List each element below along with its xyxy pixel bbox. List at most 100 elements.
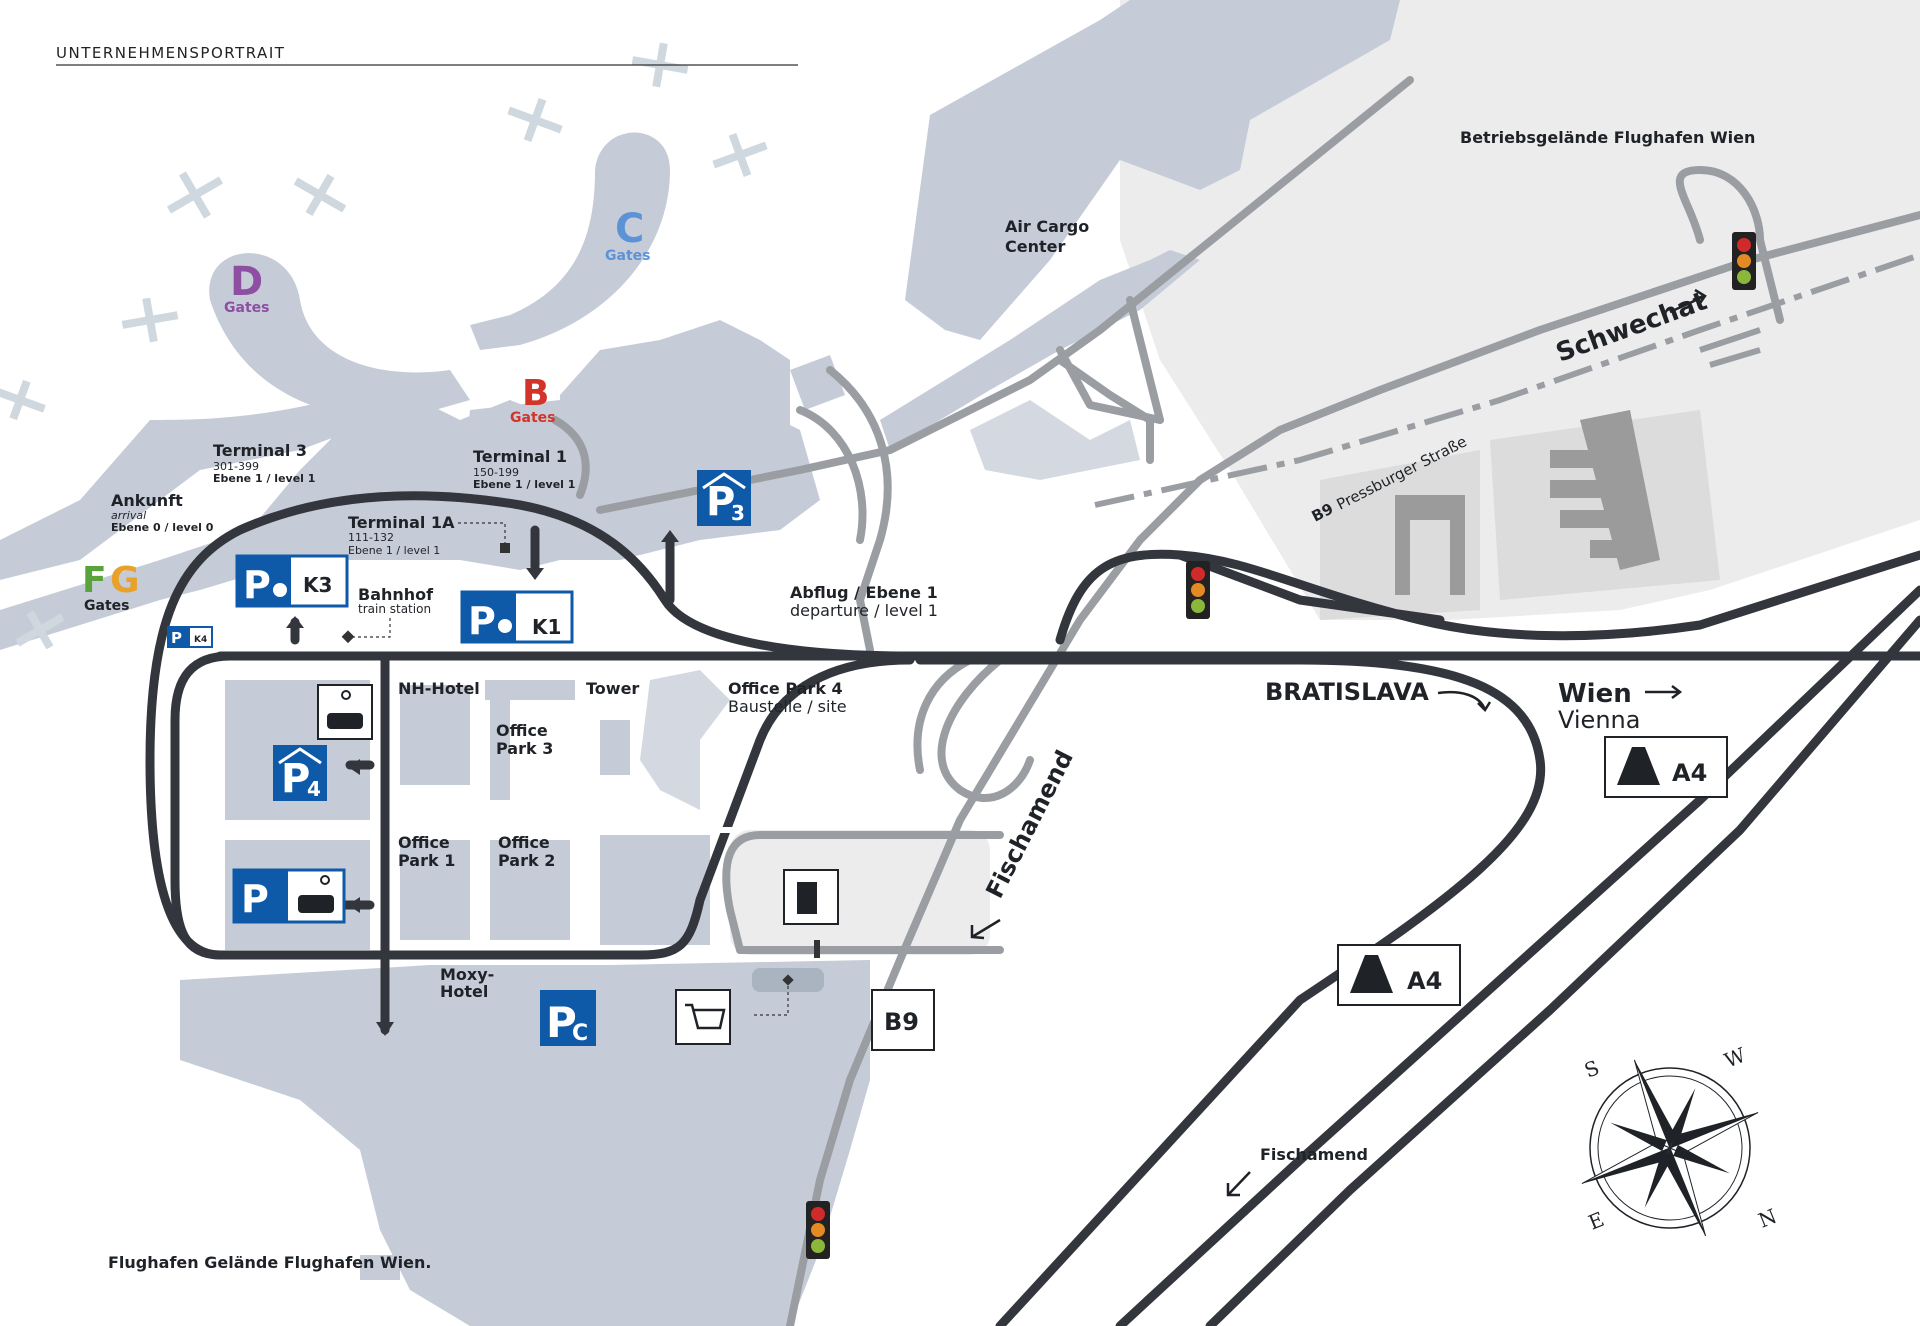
k4-p-letter: P — [171, 629, 182, 647]
compass-rose: S W E N — [1581, 1043, 1780, 1237]
gate-b-label: Gates — [510, 410, 555, 426]
car-rental-sign — [317, 684, 373, 740]
k3-p-letter: P — [243, 563, 271, 607]
a4-upper-label: A4 — [1672, 759, 1707, 787]
gate-c-letter: C — [615, 206, 644, 252]
office-park-1-line1: Office — [398, 833, 450, 852]
arrival-name: Ankunft — [111, 491, 183, 510]
bratislava-label: BRATISLAVA — [1265, 678, 1429, 706]
pc-letter: P — [546, 998, 577, 1047]
fuel-station-sign — [783, 869, 839, 925]
parking-p3-sign: P 3 — [697, 470, 751, 526]
p4-roof-icon — [278, 747, 322, 765]
k1-p-letter: P — [468, 599, 496, 643]
plane-icons — [0, 42, 768, 650]
parking-rental-sign: P — [232, 868, 346, 924]
terminal-1a-name: Terminal 1A — [348, 513, 455, 532]
moxy-hotel-line1: Moxy- — [440, 965, 494, 984]
car-icon — [327, 713, 363, 729]
parking-k1-sign: P K1 — [460, 590, 574, 644]
air-cargo-line2: Center — [1005, 237, 1065, 256]
arrow-up-p3-icon — [661, 530, 679, 542]
map-caption: Flughafen Gelände Flughafen Wien. — [108, 1253, 431, 1272]
gate-c-label: Gates — [605, 248, 650, 264]
arrow-up-k3-icon — [286, 616, 304, 628]
pc-sub: C — [572, 1021, 588, 1046]
office-park-1-line2: Park 1 — [398, 851, 455, 870]
compass-w: W — [1721, 1043, 1749, 1073]
k1-clock-icon — [498, 619, 512, 633]
p4-number: 4 — [307, 777, 321, 801]
compass-s: S — [1581, 1055, 1603, 1082]
office-park-2-line1: Office — [498, 833, 550, 852]
shopping-sign — [675, 989, 731, 1045]
gate-fg-label: Gates — [84, 598, 129, 614]
header-title: UNTERNEHMENSPORTRAIT — [56, 44, 285, 62]
shopping-marker — [782, 974, 794, 986]
arrow-down-moxy-icon — [376, 1022, 394, 1036]
direction-arrows — [970, 288, 1707, 1197]
office-park-4-sub: Baustelle / site — [728, 697, 847, 716]
terminal-1-range: 150-199 — [473, 466, 519, 479]
b9-sign-label: B9 — [884, 1008, 919, 1036]
fuel-marker — [814, 940, 820, 958]
terminal-1a-range: 111-132 — [348, 531, 394, 544]
fischamend-arrow-icon — [970, 918, 1001, 940]
traffic-light-bottom — [806, 1201, 830, 1259]
betriebsgelaende-label: Betriebsgelände Flughafen Wien — [1460, 128, 1755, 147]
p3-number: 3 — [731, 501, 745, 525]
fuel-pump-icon — [797, 882, 817, 914]
office-park-3-line2: Park 3 — [496, 739, 553, 758]
departure-sub: departure / level 1 — [790, 601, 938, 620]
p3-roof-icon — [702, 472, 746, 490]
arrow-left-rental-icon — [348, 897, 360, 913]
a4-lower-highway-icon — [1350, 955, 1393, 993]
wien-label: Wien — [1558, 679, 1632, 709]
vienna-label: Vienna — [1558, 706, 1640, 734]
traffic-light-top — [1732, 232, 1756, 290]
p3-letter: P — [706, 479, 735, 525]
block-separators — [220, 665, 740, 945]
road-arrows — [286, 530, 679, 1036]
a4-upper-highway-icon — [1617, 747, 1660, 785]
parking-pc-sign: P C — [540, 990, 596, 1047]
terminal-1a-level: Ebene 1 / level 1 — [348, 544, 440, 557]
arrow-left-p4-icon — [348, 759, 360, 775]
rental-key-icon — [320, 875, 330, 885]
terminal-1-level: Ebene 1 / level 1 — [473, 478, 575, 491]
gate-g-letter: G — [110, 560, 140, 601]
p4-letter: P — [281, 756, 310, 802]
parking-k4-sign: P K4 — [167, 626, 213, 648]
gate-b-letter: B — [522, 373, 549, 414]
rental-car-icon — [298, 895, 334, 913]
schwechat-arrow-icon — [1669, 288, 1707, 314]
rental-p-letter: P — [241, 877, 269, 921]
arrival-sub: arrival — [111, 509, 146, 522]
a4-sign-lower: A4 — [1337, 944, 1461, 1006]
k3-label: K3 — [303, 573, 332, 597]
gate-f-letter: F — [82, 560, 107, 601]
parking-p4-sign: P 4 — [273, 745, 327, 802]
parking-k3-sign: P K3 — [235, 554, 349, 608]
traffic-light-middle — [1186, 561, 1210, 619]
k3-clock-icon — [273, 583, 287, 597]
fischamend-small-label: Fischamend — [1260, 1145, 1368, 1164]
moxy-hotel-line2: Hotel — [440, 982, 488, 1001]
compass-e: E — [1585, 1207, 1608, 1235]
b9-sign: B9 — [871, 989, 935, 1051]
shopping-cart-icon — [685, 1003, 726, 1030]
wien-arrow-icon — [1645, 685, 1683, 699]
key-icon — [341, 690, 351, 700]
bahnhof-name: Bahnhof — [358, 585, 434, 604]
terminal-1a-marker — [500, 543, 510, 553]
arrival-level: Ebene 0 / level 0 — [111, 521, 214, 534]
terminal-3-range: 301-399 — [213, 460, 259, 473]
bahnhof-marker — [341, 630, 355, 644]
gate-d-label: Gates — [224, 300, 269, 316]
bratislava-arrow-icon — [1437, 691, 1492, 712]
terminal-1-name: Terminal 1 — [473, 447, 567, 466]
office-park-3-line1: Office — [496, 721, 548, 740]
terminal-3-name: Terminal 3 — [213, 441, 307, 460]
k1-label: K1 — [532, 615, 561, 639]
